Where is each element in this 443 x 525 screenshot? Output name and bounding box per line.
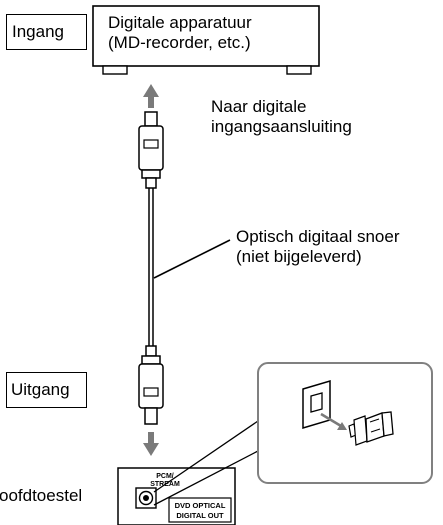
to-input-label-line2: ingangsaansluiting	[211, 117, 352, 136]
arrow-up-icon	[143, 84, 159, 108]
main-unit-panel	[117, 467, 236, 525]
cable-label-line1: Optisch digitaal snoer	[236, 227, 400, 246]
arrow-down-icon	[143, 432, 159, 456]
jack-label-bottom-2: DIGITAL OUT	[176, 511, 224, 520]
digital-device	[92, 5, 320, 75]
device-label-line1: Digitale apparatuur	[108, 13, 252, 32]
upper-plug	[138, 111, 164, 189]
jack-label-bottom-1: DVD OPTICAL	[175, 501, 226, 510]
input-label: Ingang	[6, 14, 87, 50]
jack-label-top-2: STREAM	[150, 481, 180, 488]
detail-callout	[257, 362, 433, 484]
optical-cable	[148, 188, 154, 346]
output-label: Uitgang	[6, 372, 87, 408]
device-label-line2: (MD-recorder, etc.)	[108, 33, 251, 52]
cable-leader-line	[153, 239, 231, 279]
to-input-label-line1: Naar digitale	[211, 97, 307, 116]
main-unit-label: oofdtoestel	[0, 486, 83, 505]
jack-label-top-1: PCM/	[156, 473, 174, 480]
cable-label-line2: (niet bijgeleverd)	[236, 247, 362, 266]
output-label-text: Uitgang	[11, 380, 70, 399]
callout-connector	[153, 420, 259, 506]
input-label-text: Ingang	[12, 22, 64, 41]
lower-plug	[138, 345, 164, 425]
